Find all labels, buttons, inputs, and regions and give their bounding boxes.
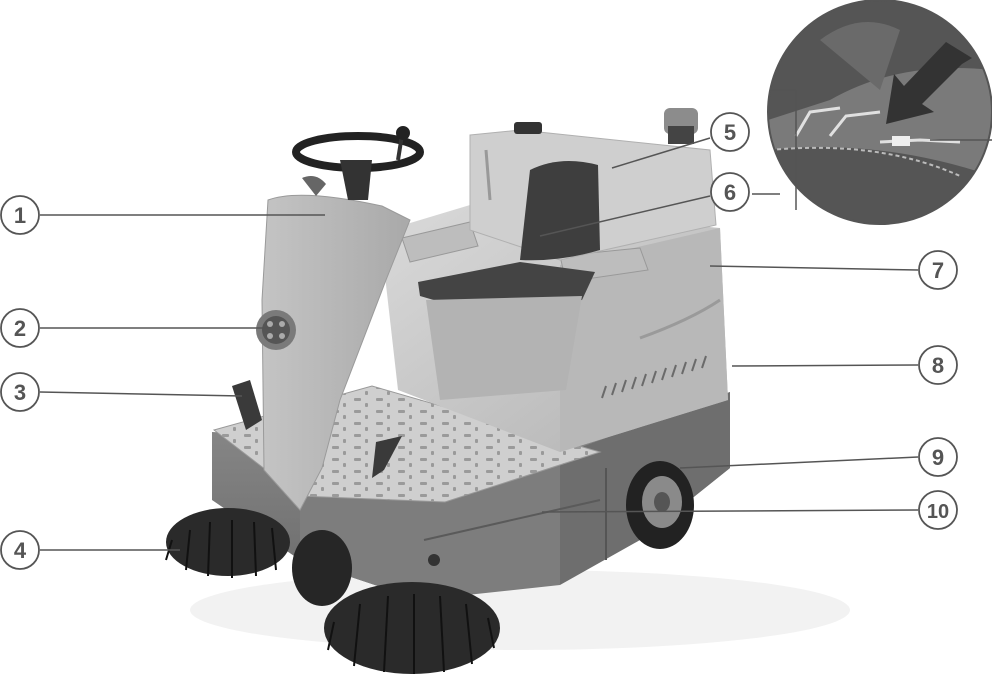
- callout-5-label: 5: [724, 120, 736, 145]
- left-armrest: [401, 221, 479, 263]
- callout-9-label: 9: [932, 445, 944, 470]
- leader-line-10: [541, 509, 919, 513]
- callout-6: 6: [710, 172, 750, 212]
- seat-back: [520, 161, 600, 261]
- leader-line-9: [679, 456, 919, 469]
- callout-9: 9: [918, 437, 958, 477]
- leader-line-7: [709, 265, 919, 271]
- callout-5: 5: [710, 112, 750, 152]
- leader-line-5: [611, 137, 711, 169]
- steering-wheel: [292, 126, 424, 200]
- leader-line-8: [731, 364, 919, 367]
- callout-4-label: 4: [14, 538, 27, 563]
- steering-column-panel: [261, 194, 411, 511]
- beacon-light: [664, 108, 698, 144]
- inset-border: [767, 0, 992, 225]
- arrow-icon: [886, 42, 972, 124]
- detail-inset: [767, 0, 992, 225]
- callout-1-label: 1: [14, 203, 26, 228]
- callout-2-label: 2: [14, 316, 26, 341]
- callout-7-label: 7: [932, 258, 944, 283]
- callout-8: 8: [918, 345, 958, 385]
- rear-wheel: [626, 461, 694, 549]
- vent-slots: [601, 355, 707, 399]
- callout-10-label: 10: [927, 501, 949, 523]
- pedal: [232, 380, 402, 478]
- callout-8-label: 8: [932, 353, 944, 378]
- callout-3: 3: [0, 372, 40, 412]
- callout-2: 2: [0, 308, 40, 348]
- callout-7: 7: [918, 250, 958, 290]
- side-brush-left: [165, 508, 290, 578]
- dashboard-gauge: [256, 310, 296, 350]
- callout-10: 10: [918, 490, 958, 530]
- leader-line-3: [39, 391, 243, 397]
- callout-6-label: 6: [724, 180, 736, 205]
- callout-1: 1: [0, 195, 40, 235]
- callout-4: 4: [0, 530, 40, 570]
- leader-line-6: [539, 195, 711, 237]
- side-brush-right: [324, 582, 500, 674]
- sweeper-machine: [165, 108, 850, 674]
- callouts: [39, 137, 992, 551]
- callout-3-label: 3: [14, 380, 26, 405]
- front-wheel: [292, 530, 352, 606]
